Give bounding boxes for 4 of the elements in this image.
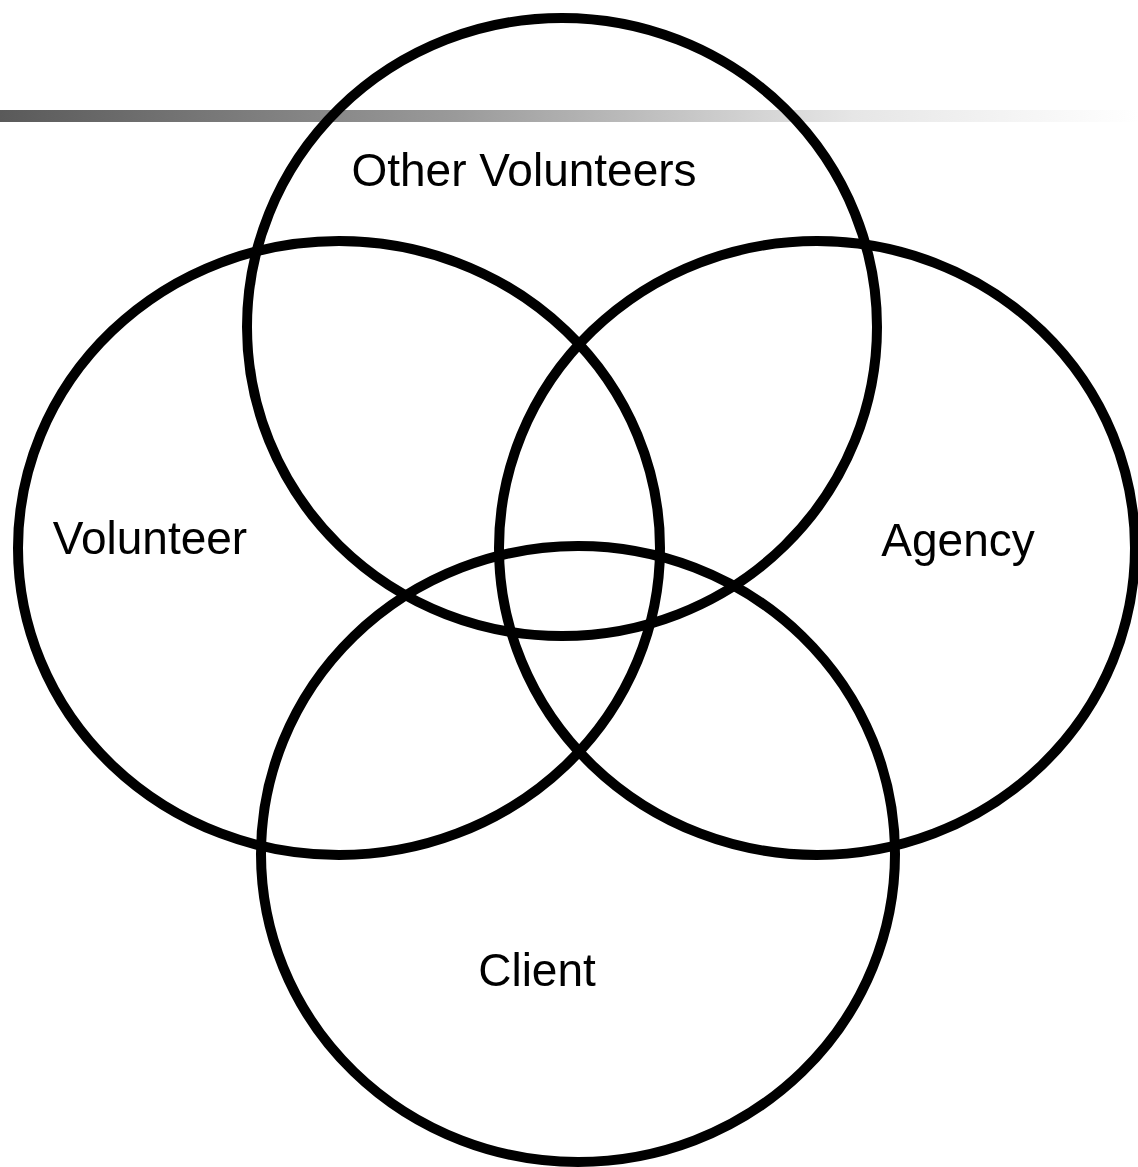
set-label: Other Volunteers bbox=[351, 144, 697, 196]
set-label: Agency bbox=[881, 514, 1035, 566]
set-label: Volunteer bbox=[52, 512, 248, 564]
set-label: Client bbox=[478, 944, 596, 996]
